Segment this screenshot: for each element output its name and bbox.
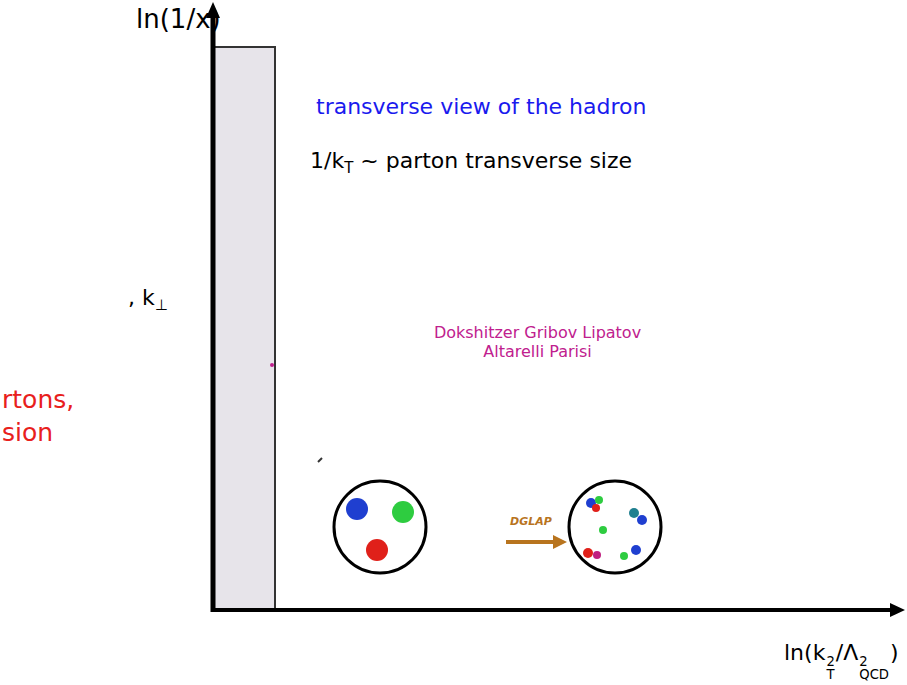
label-text: T [826, 668, 834, 681]
script-stack: 2T [826, 655, 834, 681]
axis-label: ln(k2T/Λ2QCD) [784, 640, 899, 681]
grey-band [214, 47, 275, 610]
label-text: DGLAP [510, 515, 552, 528]
cut-formula: , k⊥ [128, 285, 168, 315]
quark-dot [366, 539, 388, 561]
parton-dot [599, 526, 607, 534]
label-text: ⊥ [155, 296, 168, 314]
label-text: ln(k [784, 640, 825, 665]
label-text: , k [128, 285, 155, 310]
label-text: 1/k [310, 148, 344, 173]
process-label: DGLAP [510, 515, 552, 528]
horizontal-axis [211, 608, 893, 612]
small-mark [270, 363, 274, 367]
label-text: ) [890, 640, 899, 665]
hadron-circle [569, 481, 661, 573]
quark-dot [392, 501, 414, 523]
label-text: sion [2, 418, 53, 447]
label-text: rtons, [2, 385, 74, 414]
label-text: ~ parton transverse size [353, 148, 632, 173]
parton-dot [595, 496, 603, 504]
label-text: ln(1/x) [136, 4, 221, 34]
script-stack: 2QCD [859, 655, 889, 681]
label-text: T [344, 159, 353, 177]
parton-dot [593, 551, 601, 559]
label-text: transverse view of the hadron [316, 94, 646, 119]
label-text: 2 [859, 655, 889, 668]
label-text: Dokshitzer Gribov Lipatov Altarelli Pari… [434, 323, 641, 361]
label-text: QCD [859, 668, 889, 681]
label-text: 2 [826, 655, 834, 668]
cut-note: rtons, [2, 385, 74, 415]
tick-mark [318, 458, 322, 462]
dglap-arrowhead [553, 535, 567, 549]
hadron-circle [334, 481, 426, 573]
dglap-arrow [506, 540, 556, 544]
parton-dot [629, 508, 639, 518]
axis-label: ln(1/x) [136, 4, 221, 35]
parton-dot [637, 515, 647, 525]
author-names: Dokshitzer Gribov Lipatov Altarelli Pari… [430, 323, 645, 361]
axis-arrowhead [890, 603, 905, 617]
label-text: /Λ [836, 640, 858, 665]
cut-note: sion [2, 418, 53, 448]
parton-dot [592, 504, 600, 512]
quark-dot [346, 498, 368, 520]
parton-dot [631, 545, 641, 555]
size-note: 1/kT ~ parton transverse size [310, 148, 632, 178]
vertical-axis [211, 14, 216, 612]
parton-dot [620, 552, 628, 560]
heading-note: transverse view of the hadron [316, 94, 646, 120]
parton-dot [583, 548, 593, 558]
